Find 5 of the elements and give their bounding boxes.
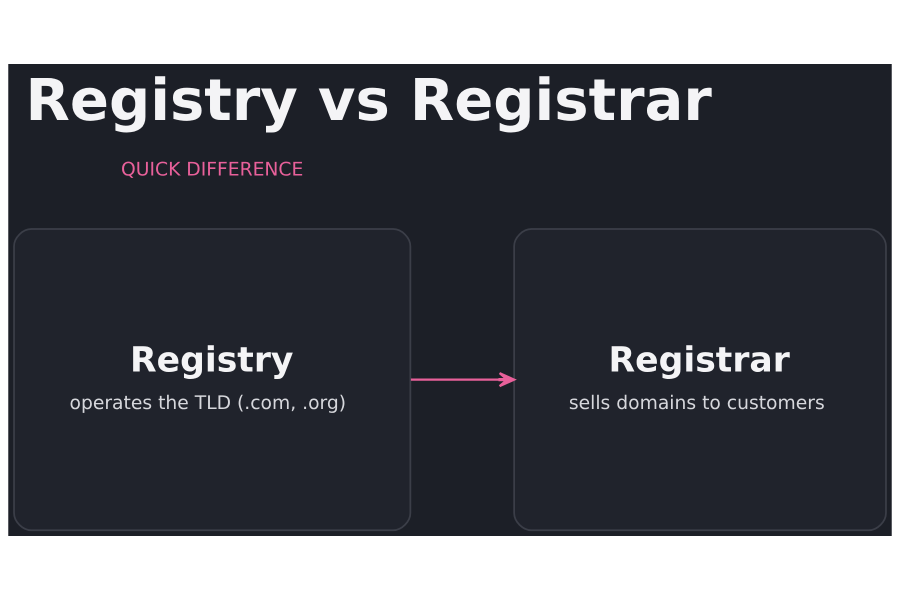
diagram-title: Registry vs Registrar (26, 66, 712, 134)
node-box: Registry operates the TLD (.com, .org) (13, 228, 412, 532)
node-box: Registrar sells domains to customers (513, 228, 887, 532)
arrow (410, 372, 516, 388)
label: QUICK DIFFERENCE (121, 160, 304, 181)
